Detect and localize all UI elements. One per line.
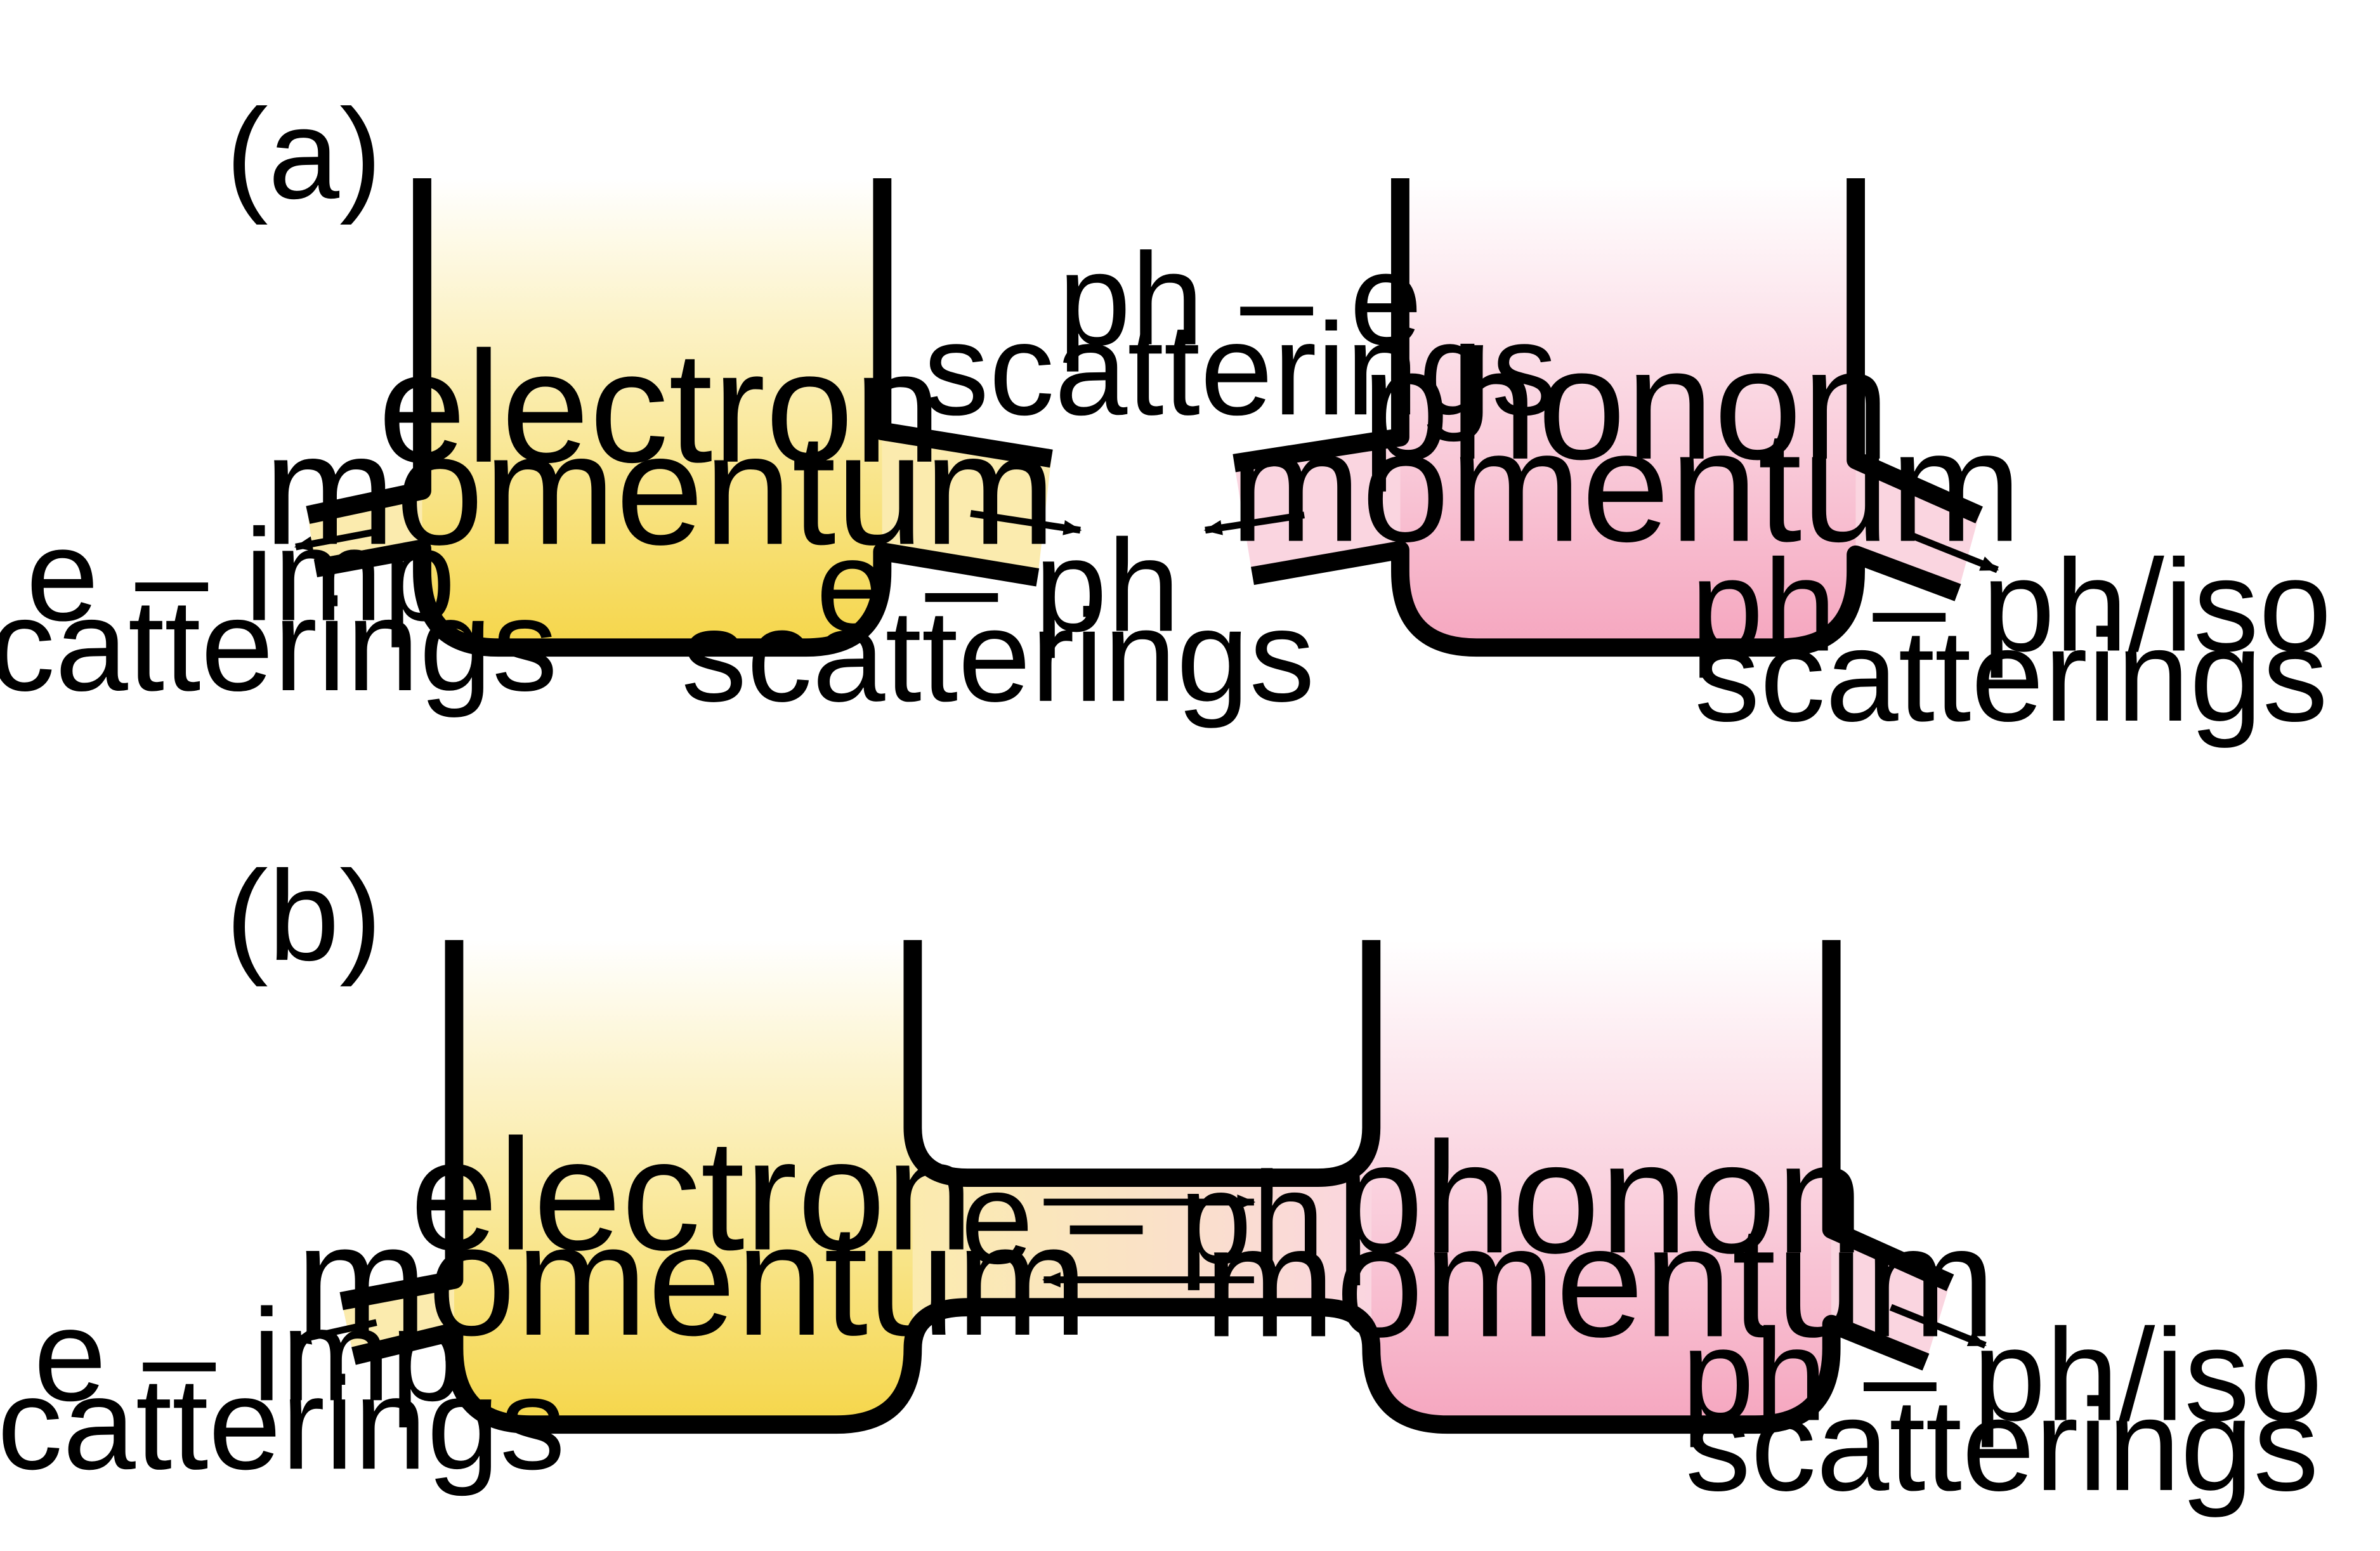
panel-b: (b) electron momentum phonon momentum e … xyxy=(0,844,2322,1518)
e-imp-label-b-line2: scatterings xyxy=(0,1350,565,1496)
phonon-tank-outline-a-lower xyxy=(1250,540,1961,657)
ph-ph-label-b-line2: scatterings xyxy=(1685,1371,2319,1518)
electron-label-b-line2: momentum xyxy=(296,1191,1088,1368)
phonon-label-b-line1: phonon xyxy=(1335,1109,1864,1286)
ph-ph-label-a-line2: scatterings xyxy=(1694,602,2328,749)
phonon-label-a-line1: phonon xyxy=(1361,315,1890,492)
phonon-tank-outline-a-left xyxy=(1232,178,1409,473)
tank-outline-b-left xyxy=(339,939,464,1311)
e-imp-label-a-line1: e – imp xyxy=(26,502,455,648)
electron-tank-a: electron momentum xyxy=(264,178,1082,657)
phonon-tank-a: phonon momentum xyxy=(1203,178,2022,657)
tank-outline-b-right xyxy=(1822,939,1954,1292)
e-ph-pipe-a xyxy=(882,431,1052,578)
ph-e-label-a-line2: scatterings xyxy=(924,296,1557,442)
electron-tank-body-b xyxy=(454,939,913,1425)
phonon-label-a-line2: momentum xyxy=(1229,398,2022,575)
ph-e-label-a-line1: ph – e xyxy=(1058,226,1422,372)
electron-tank-outline-a xyxy=(306,178,431,524)
phonon-tank-body-a xyxy=(1400,178,1856,648)
coupling-label-b: e – ph xyxy=(960,1144,1324,1291)
ph-ph-arrow-a xyxy=(1904,530,1999,573)
e-imp-label-a-line2: scatterings xyxy=(0,572,558,718)
panel-b-tag: (b) xyxy=(226,844,383,987)
ph-ph-label-a-line1: ph – ph/iso xyxy=(1690,532,2332,679)
panel-a-tag: (a) xyxy=(226,82,383,225)
ph-ph-label-b-line1: ph – ph/iso xyxy=(1682,1301,2323,1448)
phonon-tank-outline-a-right xyxy=(1847,178,1983,523)
e-imp-label-b-line1: e – imp xyxy=(34,1281,463,1428)
e-ph-label-a-line1: e – ph xyxy=(816,512,1180,658)
electron-tank-outline-a-lower xyxy=(313,539,1040,657)
e-ph-arrow-a xyxy=(970,510,1082,535)
electron-tank-outline-a-right xyxy=(873,178,1053,468)
electron-tank-body-a xyxy=(422,178,882,648)
panel-a: (a) electron momentum phonon momentum xyxy=(0,82,2332,749)
e-imp-arrow-a xyxy=(294,528,377,552)
e-ph-label-a-line2: scatterings xyxy=(681,582,1315,729)
e-imp-arrow-b xyxy=(292,1319,377,1345)
ph-ph-arrow-b xyxy=(1889,1304,1987,1349)
electron-label-a-line2: momentum xyxy=(264,400,1056,577)
ph-e-arrow-a xyxy=(1203,511,1305,535)
ph-e-pipe-a xyxy=(1234,437,1401,576)
tank-outline-b-middle xyxy=(903,939,1381,1187)
phonon-label-b-line2: momentum xyxy=(1203,1193,1996,1370)
phonon-tank-body-b xyxy=(1371,939,1832,1425)
electron-label-a-line1: electron xyxy=(378,318,942,495)
tank-outline-b-bottom xyxy=(351,1298,1930,1434)
electron-label-b-line1: electron xyxy=(410,1106,974,1283)
